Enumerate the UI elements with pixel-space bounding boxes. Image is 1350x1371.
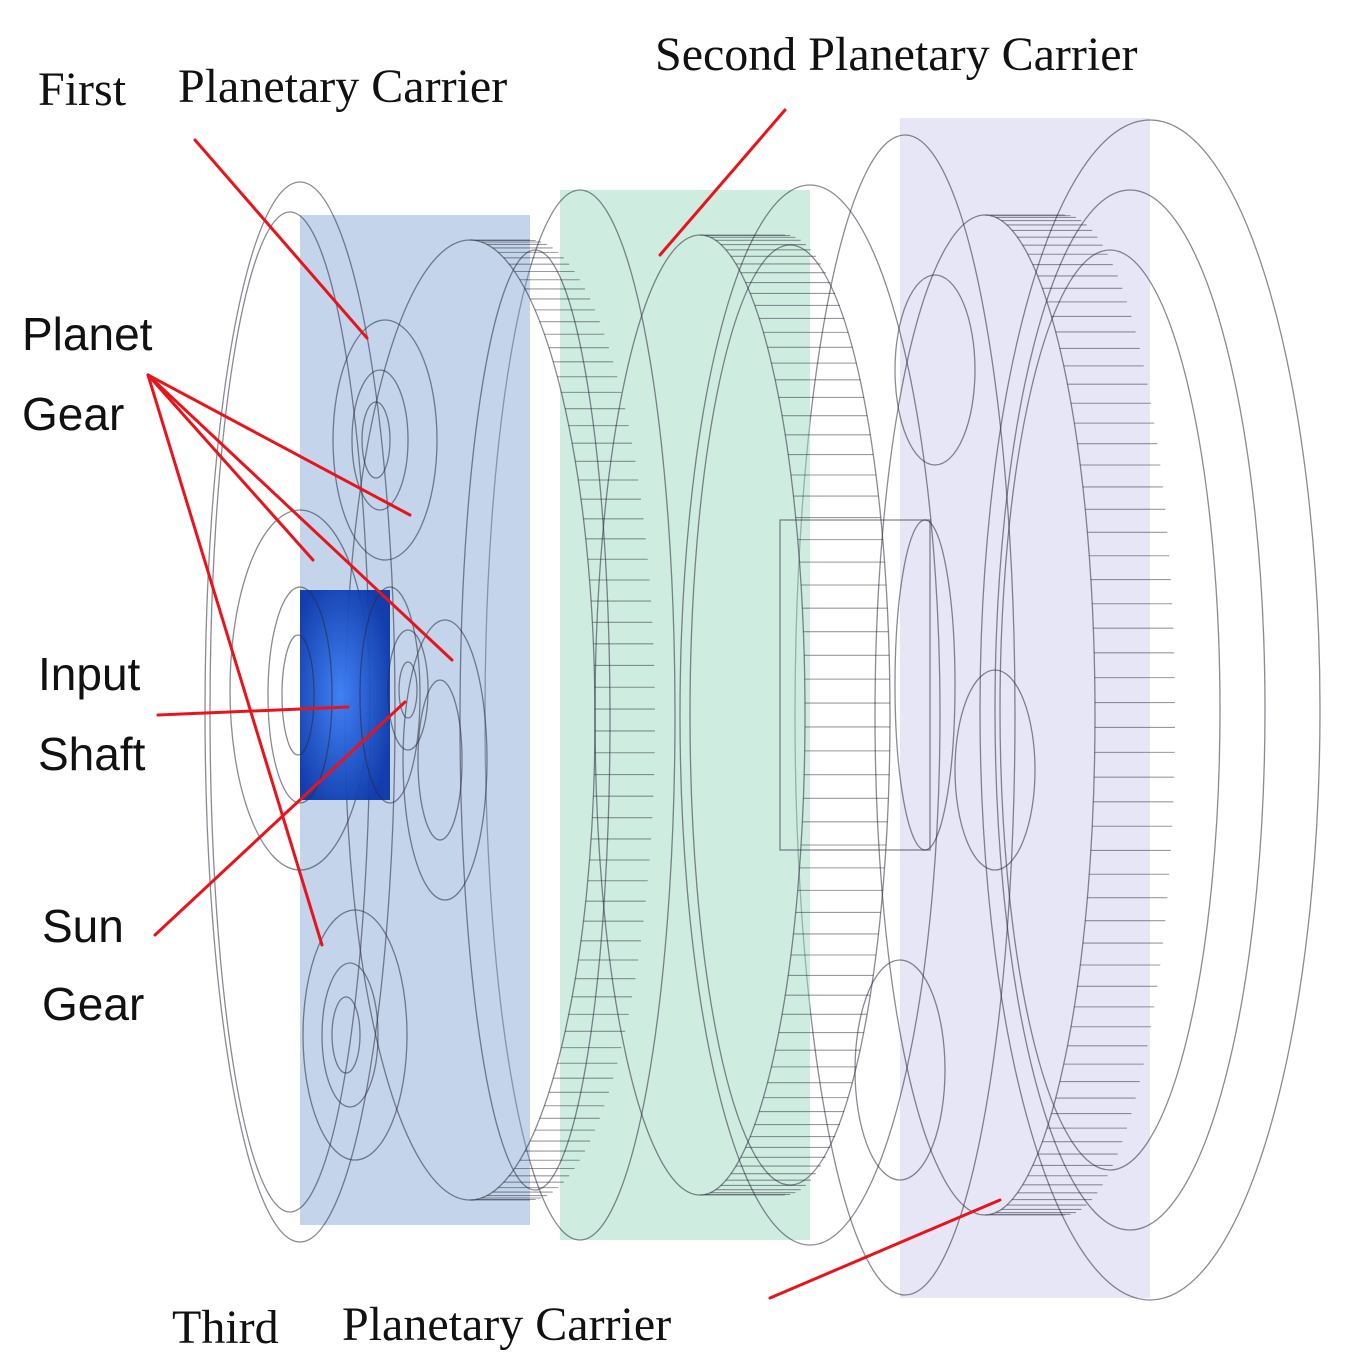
leader-planet-3 xyxy=(146,373,454,662)
sun-gear xyxy=(387,629,429,751)
third-stage-gear-teeth xyxy=(985,214,1175,1216)
second-stage-hub xyxy=(779,519,931,851)
second-stage-back-ring xyxy=(689,244,891,1186)
label-input: Input xyxy=(38,648,141,700)
leader-second-carrier xyxy=(658,108,787,257)
third-stage-drum xyxy=(900,118,1150,1298)
labels: First Planetary Carrier Second Planetary… xyxy=(22,28,1138,1354)
label-third-planetary-carrier: Planetary Carrier xyxy=(342,1298,671,1351)
first-stage-assembly xyxy=(204,181,655,1243)
second-stage-back-flange xyxy=(679,184,941,1246)
leader-input-shaft xyxy=(156,705,350,717)
leader-planet-2 xyxy=(146,373,315,562)
third-stage-assembly xyxy=(794,118,1321,1301)
leader-planet-1 xyxy=(146,373,412,517)
label-planet-gear: Gear xyxy=(22,388,124,440)
first-stage-gear-teeth xyxy=(470,239,655,1201)
third-stage-inner-ring-2 xyxy=(999,249,1221,1171)
first-stage-carrier-plate xyxy=(459,249,611,1191)
leader-sun-gear xyxy=(153,700,407,937)
label-sun: Sun xyxy=(42,900,124,952)
second-stage-hub-end xyxy=(894,519,956,851)
label-second-planetary-carrier: Second Planetary Carrier xyxy=(655,28,1138,81)
third-stage-planet-mid xyxy=(954,669,1036,871)
input-shaft xyxy=(229,509,421,871)
planet-gear-upper xyxy=(332,319,438,561)
leader-third-carrier xyxy=(768,1198,1002,1300)
leader-first-carrier xyxy=(193,138,369,340)
leader-lines xyxy=(146,108,1002,1300)
second-stage-gear-teeth xyxy=(700,234,890,1196)
label-third: Third xyxy=(172,1301,279,1354)
label-planet: Planet xyxy=(22,308,153,360)
leader-planet-4 xyxy=(146,373,324,947)
third-stage-back-flange xyxy=(979,119,1321,1301)
label-input-shaft: Shaft xyxy=(38,728,146,780)
third-stage-inner-ring xyxy=(994,189,1266,1231)
second-stage-assembly xyxy=(484,184,956,1246)
third-stage-planet-upper xyxy=(894,274,976,466)
second-stage-drum xyxy=(560,190,810,1240)
label-sun-gear: Gear xyxy=(42,978,144,1030)
planet-gear-lower xyxy=(302,909,408,1161)
label-first: First xyxy=(38,63,127,116)
label-first-planetary-carrier: Planetary Carrier xyxy=(178,60,507,113)
third-stage-ring-gear xyxy=(874,214,1096,1216)
planet-gear-right xyxy=(402,619,488,901)
